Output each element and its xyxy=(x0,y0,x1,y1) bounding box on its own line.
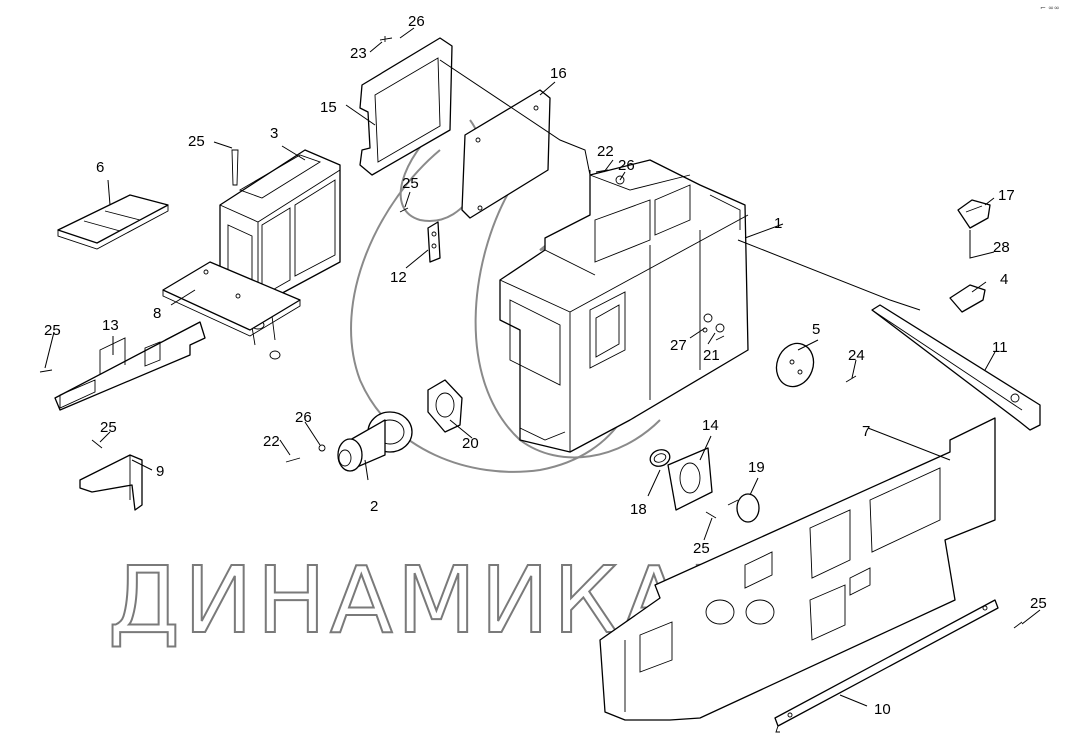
callout-23: 23 xyxy=(350,45,367,62)
callout-22-left: 22 xyxy=(263,433,280,450)
callout-13: 13 xyxy=(102,317,119,334)
callout-25-latch: 25 xyxy=(402,175,419,192)
callout-18: 18 xyxy=(630,501,647,518)
callout-4: 4 xyxy=(1000,271,1008,288)
part-14-vent-frame xyxy=(667,447,713,511)
part-11-rail xyxy=(871,304,1041,431)
callout-12: 12 xyxy=(390,269,407,286)
part-13-bracket xyxy=(54,321,206,411)
callout-10: 10 xyxy=(874,701,891,718)
part-20-gasket xyxy=(427,379,463,433)
callout-19: 19 xyxy=(748,459,765,476)
callout-26-fan: 26 xyxy=(295,409,312,426)
callout-16: 16 xyxy=(550,65,567,82)
part-8-base-plate xyxy=(162,261,301,337)
part-18-ring xyxy=(649,449,671,467)
callout-7: 7 xyxy=(862,423,870,440)
callout-27: 27 xyxy=(670,337,687,354)
part-10-bottom-strip xyxy=(774,599,999,733)
part-2-fan-motor xyxy=(337,411,413,472)
callout-24: 24 xyxy=(848,347,865,364)
callout-6: 6 xyxy=(96,159,104,176)
callout-2: 2 xyxy=(370,498,378,515)
callout-5: 5 xyxy=(812,321,820,338)
part-16-cover-plate xyxy=(461,89,551,219)
part-5-flange xyxy=(775,342,815,388)
callout-20: 20 xyxy=(462,435,479,452)
callout-11: 11 xyxy=(992,339,1008,356)
callout-22-top: 22 xyxy=(597,143,614,160)
screws xyxy=(39,36,1023,629)
callout-25-bracket9: 25 xyxy=(100,419,117,436)
part-1-housing xyxy=(499,159,749,453)
corner-mark: ⌐ ∞∞ xyxy=(1040,4,1060,12)
callout-26-mid: 26 xyxy=(618,157,635,174)
callout-25-bracket13: 25 xyxy=(44,322,61,339)
part-19-cap xyxy=(727,493,760,523)
callout-14: 14 xyxy=(702,417,719,434)
part-15-gasket xyxy=(359,37,453,176)
callout-21: 21 xyxy=(703,347,720,364)
callout-26-top: 26 xyxy=(408,13,425,30)
part-6-pads xyxy=(57,194,169,250)
part-17-hook xyxy=(957,199,991,229)
callout-25-vent: 25 xyxy=(693,540,710,557)
callout-15: 15 xyxy=(320,99,337,116)
callout-25-strip: 25 xyxy=(1030,595,1047,612)
callout-3: 3 xyxy=(270,125,278,142)
part-4-handle xyxy=(949,284,986,313)
callout-1: 1 xyxy=(774,215,782,232)
callout-labels: 1 2 3 4 5 6 7 8 9 10 11 12 13 14 15 16 1… xyxy=(44,13,1047,718)
callout-25-radiator: 25 xyxy=(188,133,205,150)
part-7-side-panel xyxy=(599,417,996,721)
part-9-bracket xyxy=(79,454,143,511)
part-12-latch xyxy=(427,221,441,263)
callout-28: 28 xyxy=(993,239,1010,256)
leader-lines xyxy=(44,27,1041,707)
part-3-radiator xyxy=(219,149,341,360)
callout-9: 9 xyxy=(156,463,164,480)
callout-8: 8 xyxy=(153,305,161,322)
callout-17: 17 xyxy=(998,187,1015,204)
